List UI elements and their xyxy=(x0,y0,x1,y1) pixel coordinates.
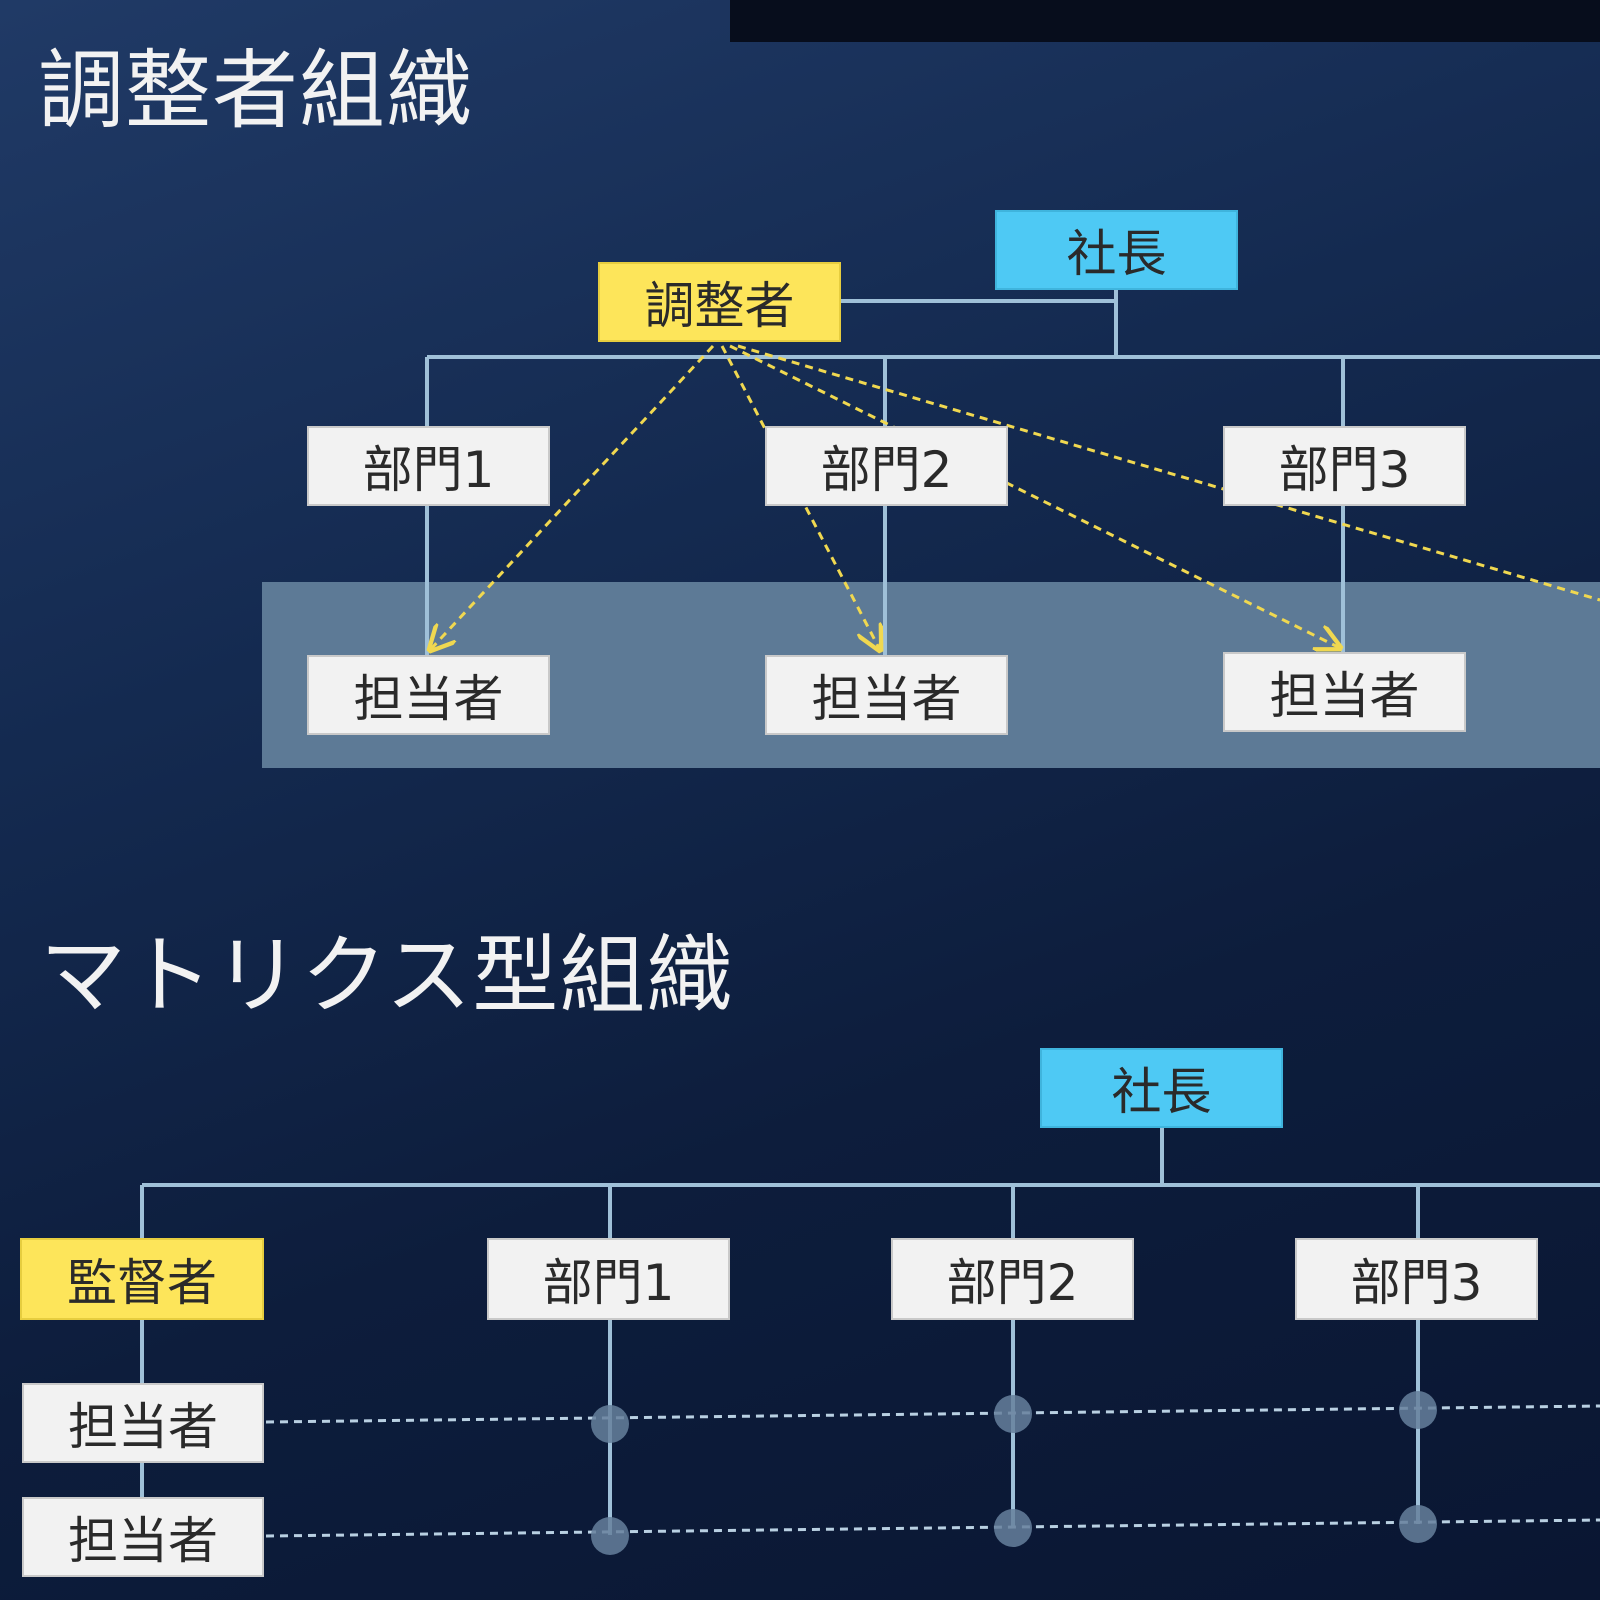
matrix-department-2-box: 部門2 xyxy=(891,1238,1134,1320)
arrow-to-staff3 xyxy=(729,344,1340,648)
matrix-president-box: 社長 xyxy=(1040,1048,1283,1128)
node-r2-c3 xyxy=(1399,1505,1437,1543)
node-r2-c2 xyxy=(994,1509,1032,1547)
top-dark-bar xyxy=(730,0,1600,42)
matrix-org-title: マトリクス型組織 xyxy=(40,926,734,1026)
arrow-offscreen xyxy=(737,344,1600,602)
supervisor-box: 監督者 xyxy=(20,1238,264,1320)
matrix-staff-2-box: 担当者 xyxy=(22,1497,264,1577)
department-3-box: 部門3 xyxy=(1223,426,1466,506)
staff-3-box: 担当者 xyxy=(1223,652,1466,732)
staff-1-box: 担当者 xyxy=(307,655,550,735)
node-r1-c3 xyxy=(1399,1391,1437,1429)
coordinator-org-title: 調整者組織 xyxy=(38,41,473,141)
matrix-department-1-box: 部門1 xyxy=(487,1238,730,1320)
staff-2-box: 担当者 xyxy=(765,655,1008,735)
department-2-box: 部門2 xyxy=(765,426,1008,506)
row-staff1 xyxy=(265,1404,1600,1424)
coordinator-box: 調整者 xyxy=(598,262,841,342)
matrix-staff-1-box: 担当者 xyxy=(22,1383,264,1463)
matrix-department-3-box: 部門3 xyxy=(1295,1238,1538,1320)
node-r2-c1 xyxy=(591,1517,629,1555)
department-1-box: 部門1 xyxy=(307,426,550,506)
president-box: 社長 xyxy=(995,210,1238,290)
node-r1-c2 xyxy=(994,1395,1032,1433)
node-r1-c1 xyxy=(591,1405,629,1443)
row-staff2 xyxy=(265,1518,1600,1538)
